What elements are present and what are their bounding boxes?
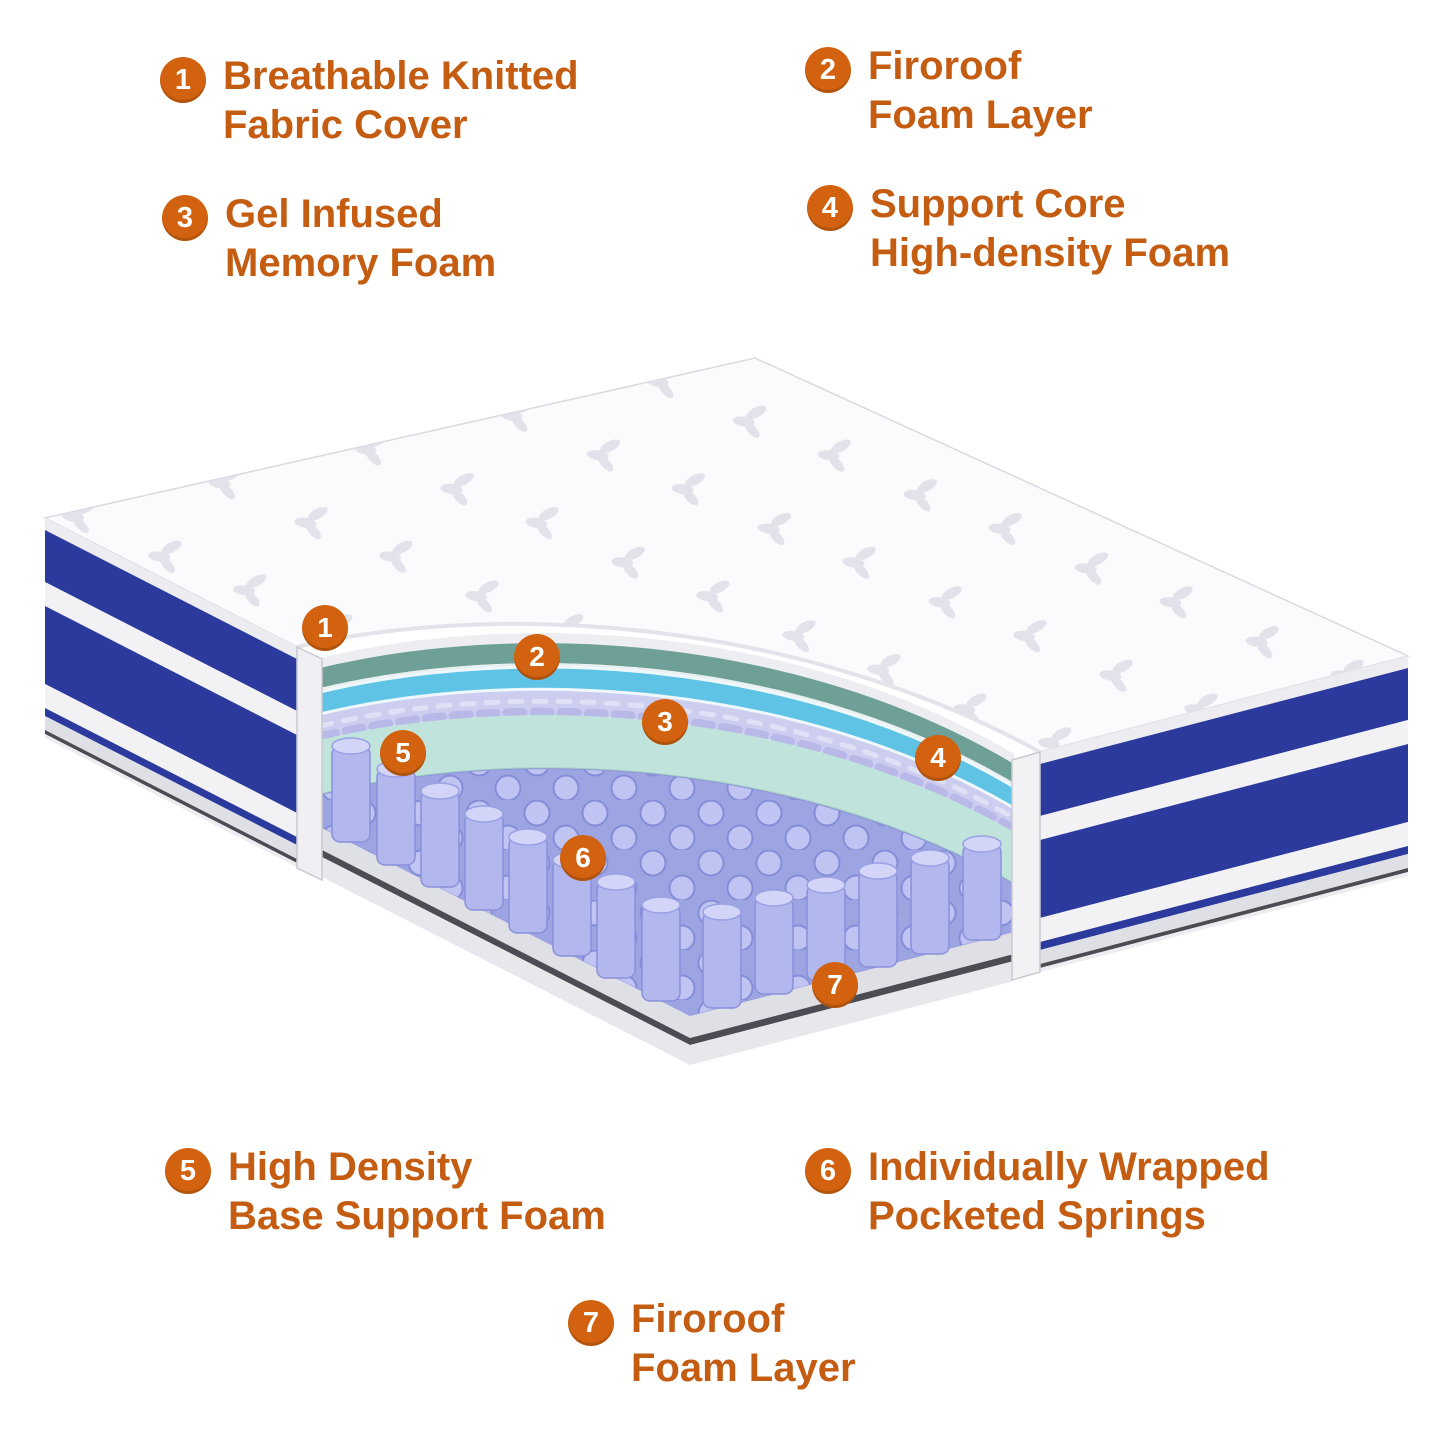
diagram-marker-1: 1	[302, 605, 348, 651]
callout-2-label: Firoroof Foam Layer	[868, 42, 1093, 140]
callout-high-density-base-support-foam: 5 High Density Base Support Foam	[165, 1143, 606, 1241]
diagram-marker-2: 2	[514, 634, 560, 680]
callout-1-label: Breathable Knitted Fabric Cover	[223, 52, 579, 150]
callout-3-line2: Memory Foam	[225, 240, 497, 285]
callout-breathable-knitted-fabric-cover: 1 Breathable Knitted Fabric Cover	[160, 52, 579, 150]
callout-2-badge: 2	[805, 47, 851, 93]
callout-3-label: Gel Infused Memory Foam	[225, 190, 496, 288]
callout-firoroof-foam-layer-bottom: 7 Firoroof Foam Layer	[568, 1295, 856, 1393]
callout-1-badge: 1	[160, 57, 206, 103]
right-cut-pillar	[1011, 751, 1041, 981]
callout-individually-wrapped-pocketed-springs: 6 Individually Wrapped Pocketed Springs	[805, 1143, 1270, 1241]
callout-5-badge: 5	[165, 1148, 211, 1194]
callout-3-badge: 3	[162, 195, 208, 241]
callout-4-line2: High-density Foam	[870, 230, 1231, 275]
callout-gel-infused-memory-foam: 3 Gel Infused Memory Foam	[162, 190, 496, 288]
callout-1-line1: Breathable Knitted	[223, 54, 579, 98]
callout-7-badge: 7	[568, 1300, 614, 1346]
right-side-panel	[1040, 656, 1408, 972]
callout-6-badge: 6	[805, 1148, 851, 1194]
callout-2-line1: Firoroof	[868, 44, 1022, 88]
callout-7-line2: Foam Layer	[631, 1345, 856, 1390]
callout-5-line2: Base Support Foam	[228, 1193, 606, 1238]
diagram-marker-5: 5	[380, 730, 426, 776]
callout-2-line2: Foam Layer	[868, 92, 1093, 137]
callout-1-line2: Fabric Cover	[223, 102, 468, 147]
layer-firoroof-foam	[320, 643, 1014, 783]
callout-support-core-high-density-foam: 4 Support Core High-density Foam	[807, 180, 1230, 278]
callout-6-line1: Individually Wrapped	[868, 1145, 1270, 1189]
left-side-panel	[45, 518, 297, 867]
callout-5-label: High Density Base Support Foam	[228, 1143, 606, 1241]
left-cut-pillar	[296, 645, 323, 882]
diagram-marker-6: 6	[560, 835, 606, 881]
diagram-marker-7: 7	[812, 962, 858, 1008]
callout-6-label: Individually Wrapped Pocketed Springs	[868, 1143, 1270, 1241]
top-fabric-surface	[42, 357, 1411, 754]
callout-firoroof-foam-layer-top: 2 Firoroof Foam Layer	[805, 42, 1093, 140]
callout-4-line1: Support Core	[870, 182, 1126, 226]
callout-4-label: Support Core High-density Foam	[870, 180, 1230, 278]
layer-base-support-foam	[320, 715, 1014, 884]
bottom-rim	[320, 856, 1014, 1065]
callout-3-line1: Gel Infused	[225, 192, 443, 236]
diagram-marker-3: 3	[642, 699, 688, 745]
cut-plane-pillars	[296, 645, 1041, 981]
diagram-marker-4: 4	[915, 735, 961, 781]
layer-cover-edge	[320, 633, 1014, 764]
callout-4-badge: 4	[807, 185, 853, 231]
callout-5-line1: High Density	[228, 1145, 473, 1189]
layer-white-gap	[320, 663, 1014, 787]
callout-7-label: Firoroof Foam Layer	[631, 1295, 856, 1393]
callout-7-line1: Firoroof	[631, 1297, 785, 1341]
callout-6-line2: Pocketed Springs	[868, 1193, 1206, 1238]
